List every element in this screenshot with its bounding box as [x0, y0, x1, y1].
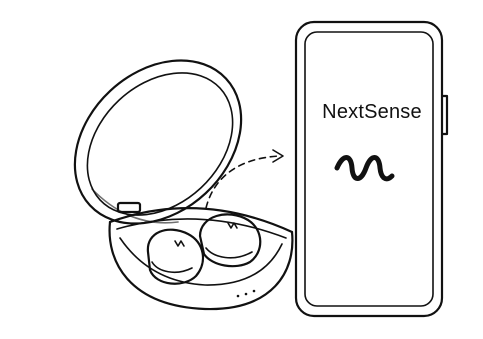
phone — [296, 22, 447, 316]
charging-case — [42, 27, 292, 309]
earbud-left — [148, 230, 203, 284]
case-base — [110, 208, 293, 309]
case-lid — [42, 27, 274, 256]
wave-logo-icon — [337, 158, 392, 179]
brand-name-label: NextSense — [304, 101, 440, 124]
case-hinge — [118, 203, 140, 212]
battery-indicator-dots — [237, 290, 256, 298]
